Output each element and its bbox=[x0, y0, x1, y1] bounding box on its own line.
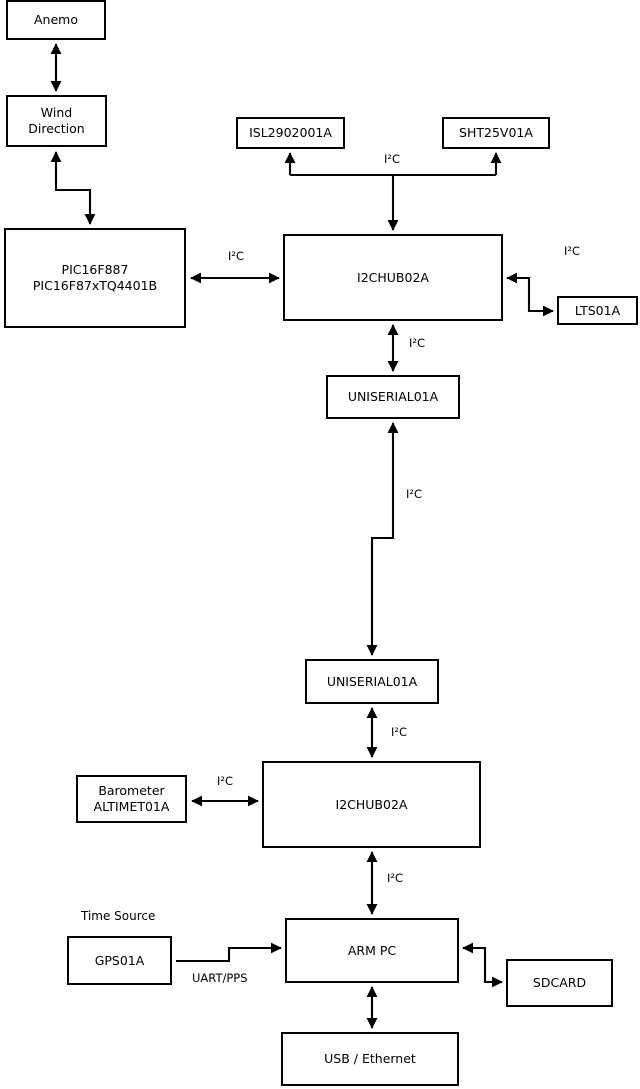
node-wind-direction-label: Wind Direction bbox=[28, 105, 85, 136]
node-i2chub02a-bottom[interactable]: I2CHUB02A bbox=[262, 761, 481, 848]
edge-gps-armpc bbox=[176, 942, 282, 963]
node-uniserial01a-upper-label: UNISERIAL01A bbox=[347, 389, 439, 404]
node-arm-pc[interactable]: ARM PC bbox=[285, 918, 459, 983]
edge-armpc-sdcard bbox=[462, 942, 503, 988]
node-sht25v01a-label: SHT25V01A bbox=[459, 125, 533, 140]
node-sdcard-label: SDCARD bbox=[532, 975, 587, 990]
node-lts01a-label: LTS01A bbox=[574, 302, 621, 318]
edge-hubtop-lts bbox=[506, 272, 554, 317]
node-lts01a[interactable]: LTS01A bbox=[557, 296, 638, 325]
node-gps01a[interactable]: GPS01A bbox=[67, 936, 172, 985]
node-uniserial01a-lower[interactable]: UNISERIAL01A bbox=[305, 659, 439, 704]
node-pic-microcontroller-label: PIC16F887 PIC16F87xTQ4401B bbox=[32, 262, 158, 293]
node-i2chub02a-top[interactable]: I2CHUB02A bbox=[283, 234, 503, 321]
node-arm-pc-label: ARM PC bbox=[347, 942, 397, 958]
edge-label-i2c-uniserial-link: I²C bbox=[406, 487, 423, 501]
edge-label-i2c-hub-uniserial: I²C bbox=[409, 336, 426, 350]
node-usb-ethernet[interactable]: USB / Ethernet bbox=[281, 1032, 459, 1086]
node-barometer-altimet01a-label: Barometer ALTIMET01A bbox=[93, 783, 170, 814]
edge-label-i2c-pic-hub: I²C bbox=[228, 249, 245, 263]
edge-label-i2c-sensors: I²C bbox=[384, 152, 401, 166]
node-usb-ethernet-label: USB / Ethernet bbox=[324, 1051, 416, 1066]
edge-label-i2c-barometer: I²C bbox=[217, 774, 234, 788]
edge-pic-wind bbox=[50, 151, 96, 225]
edge-uniserial-link bbox=[366, 422, 399, 656]
node-anemo[interactable]: Anemo bbox=[6, 0, 106, 40]
node-gps01a-label: GPS01A bbox=[94, 952, 145, 968]
node-barometer-altimet01a[interactable]: Barometer ALTIMET01A bbox=[76, 775, 187, 823]
node-anemo-label: Anemo bbox=[34, 12, 78, 27]
edge-label-i2c-uniserial-hub: I²C bbox=[391, 725, 408, 739]
node-uniserial01a-upper[interactable]: UNISERIAL01A bbox=[326, 375, 460, 419]
node-i2chub02a-top-label: I2CHUB02A bbox=[357, 269, 429, 285]
node-wind-direction[interactable]: Wind Direction bbox=[6, 95, 107, 147]
node-sht25v01a[interactable]: SHT25V01A bbox=[442, 117, 550, 149]
label-time-source: Time Source bbox=[81, 909, 156, 923]
node-pic-microcontroller[interactable]: PIC16F887 PIC16F87xTQ4401B bbox=[4, 228, 186, 328]
edge-label-i2c-lts: I²C bbox=[564, 244, 581, 258]
edge-label-uart-pps: UART/PPS bbox=[192, 971, 248, 985]
node-uniserial01a-lower-label: UNISERIAL01A bbox=[326, 673, 418, 689]
node-i2chub02a-bottom-label: I2CHUB02A bbox=[335, 796, 408, 812]
node-isl2902001a[interactable]: ISL2902001A bbox=[236, 117, 345, 149]
node-sdcard[interactable]: SDCARD bbox=[506, 959, 613, 1007]
edge-label-i2c-hub-arm: I²C bbox=[387, 871, 404, 885]
node-isl2902001a-label: ISL2902001A bbox=[249, 125, 332, 140]
